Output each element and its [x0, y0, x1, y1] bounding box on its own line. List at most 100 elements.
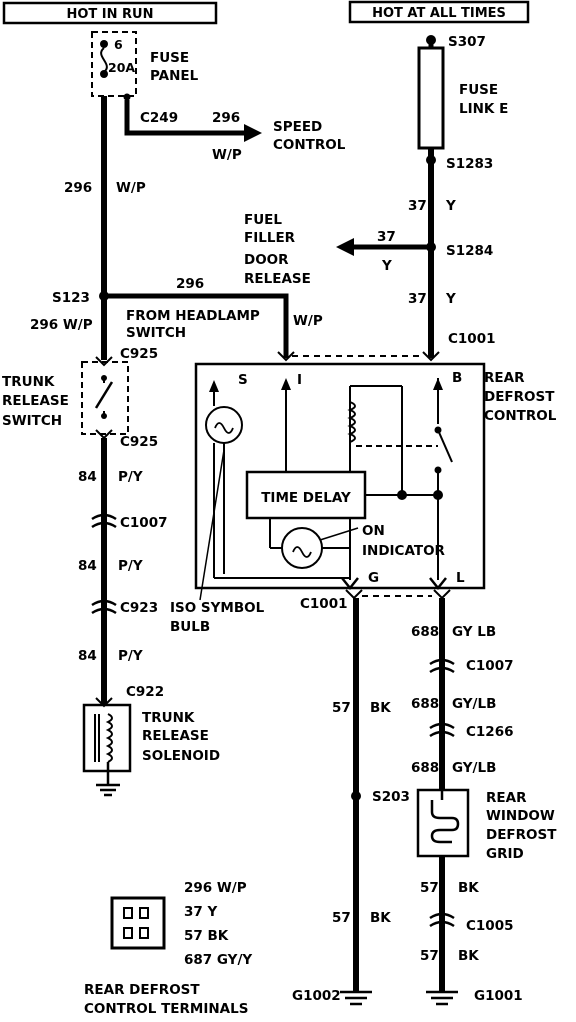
time-delay-label: TIME DELAY: [261, 490, 351, 506]
wire-gylb-label-c: GY/LB: [452, 760, 496, 776]
rear-defrost-label-1: REAR: [484, 370, 525, 386]
wire-84-label-c: 84: [78, 648, 97, 664]
c1266-label: C1266: [466, 724, 513, 740]
fuse-panel: [91, 31, 137, 97]
s1283-label: S1283: [446, 156, 493, 172]
wire-296-label-d: 296 W/P: [30, 317, 93, 333]
wire-bk-label-a: BK: [370, 700, 391, 716]
connector-c1007-right: [429, 658, 455, 674]
trunk-release-solenoid: [82, 697, 132, 797]
legend-line-2: 37 Y: [184, 904, 217, 920]
wire-296-label-c: 296: [176, 276, 204, 292]
c1001-top-label: C1001: [448, 331, 495, 347]
terminal-b-label: B: [452, 370, 462, 386]
solenoid-label-2: RELEASE: [142, 728, 209, 744]
wire-688-label-c: 688: [411, 760, 439, 776]
wire-296-to-i: [104, 293, 289, 358]
c925-top-label: C925: [120, 346, 158, 362]
trunk-switch-label-1: TRUNK: [2, 374, 55, 390]
connector-c1007-left: [91, 513, 117, 529]
header-hot-at-all-times-text: HOT AT ALL TIMES: [372, 6, 506, 21]
wire-gylb-label-a: GY LB: [452, 624, 496, 640]
rdct-label-2: CONTROL TERMINALS: [84, 1001, 248, 1017]
terminal-g-label: G: [368, 570, 379, 586]
wire-57-label-d: 57: [420, 948, 439, 964]
wire-37-label-c: 37: [408, 291, 427, 307]
splice-s203: [351, 791, 361, 801]
fuse-link-label-1: FUSE: [459, 82, 498, 98]
c1007-left-label: C1007: [120, 515, 167, 531]
ground-g1002: [340, 990, 372, 1006]
trunk-release-switch: [81, 356, 129, 440]
connector-c1005: [429, 912, 455, 928]
fuse-link-label-2: LINK E: [459, 101, 508, 117]
wire-688-label-a: 688: [411, 624, 439, 640]
terminal-i-label: I: [297, 372, 302, 388]
s307-label: S307: [448, 34, 486, 50]
fuel-label-2: FILLER: [244, 230, 296, 246]
legend-line-1: 296 W/P: [184, 880, 247, 896]
wire-84-label-a: 84: [78, 469, 97, 485]
grid-label-4: GRID: [486, 846, 524, 862]
wire-y-label-c: Y: [445, 291, 456, 307]
speed-control-branch: [123, 93, 262, 142]
c922-label: C922: [126, 684, 164, 700]
fuse-panel-label-1: FUSE: [150, 50, 189, 66]
fuse-panel-label-2: PANEL: [150, 68, 199, 84]
fuse-number: 6: [114, 37, 123, 52]
s1284-label: S1284: [446, 243, 493, 259]
speed-control-label-2: CONTROL: [273, 137, 346, 153]
wire-py-label-b: P/Y: [118, 558, 143, 574]
fuel-label-1: FUEL: [244, 212, 282, 228]
c1001-bottom-label: C1001: [300, 596, 347, 612]
fuel-label-3: DOOR: [244, 252, 289, 268]
terminal-connector-legend: [110, 896, 166, 950]
on-indicator-label-1: ON: [362, 523, 385, 539]
on-indicator-label-2: INDICATOR: [362, 543, 446, 559]
terminal-l-label: L: [456, 570, 465, 586]
grid-label-2: WINDOW: [486, 808, 555, 824]
wire-57-label-c: 57: [332, 910, 351, 926]
speed-control-label-1: SPEED: [273, 119, 322, 135]
wire-py-label-c: P/Y: [118, 648, 143, 664]
connector-c1266: [429, 722, 455, 738]
c1005-label: C1005: [466, 918, 513, 934]
c249-label: C249: [140, 110, 178, 126]
wire-bk-label-c: BK: [370, 910, 391, 926]
wire-688-label-b: 688: [411, 696, 439, 712]
c1007-right-label: C1007: [466, 658, 513, 674]
grid-label-3: DEFROST: [486, 827, 557, 843]
wire-57-label-a: 57: [332, 700, 351, 716]
wire-wp-label-b: W/P: [116, 180, 146, 196]
rear-defrost-label-3: CONTROL: [484, 408, 557, 424]
fuel-door-branch: [336, 238, 431, 256]
ground-g1001: [426, 990, 458, 1006]
wire-296-label-a: 296: [212, 110, 240, 126]
solenoid-label-1: TRUNK: [142, 710, 195, 726]
iso-symbol-label-1: ISO SYMBOL: [170, 600, 265, 616]
rear-defrost-control-module: [194, 351, 486, 601]
splice-s1283: [426, 155, 436, 165]
trunk-switch-label-2: RELEASE: [2, 393, 69, 409]
s123-label: S123: [52, 290, 90, 306]
rear-window-defrost-grid: [416, 788, 470, 858]
legend-line-3: 57 BK: [184, 928, 229, 944]
fuel-label-4: RELEASE: [244, 271, 311, 287]
wire-gylb-label-b: GY/LB: [452, 696, 496, 712]
wire-y-label-a: Y: [445, 198, 456, 214]
wire-84-label-b: 84: [78, 558, 97, 574]
wire-y-label-b: Y: [381, 258, 392, 274]
wire-37-label-a: 37: [408, 198, 427, 214]
wire-py-label-a: P/Y: [118, 469, 143, 485]
g1002-label: G1002: [292, 988, 341, 1004]
header-hot-in-run-text: HOT IN RUN: [66, 7, 153, 22]
header-hot-at-all-times: HOT AT ALL TIMES: [348, 0, 530, 24]
wire-bk-label-d: BK: [458, 948, 479, 964]
legend-line-4: 687 GY/Y: [184, 952, 252, 968]
header-hot-in-run: HOT IN RUN: [2, 1, 218, 25]
wire-wp-label-c: W/P: [293, 313, 323, 329]
wire-bk-label-b: BK: [458, 880, 479, 896]
trunk-switch-label-3: SWITCH: [2, 413, 62, 429]
rdct-label-1: REAR DEFROST: [84, 982, 200, 998]
